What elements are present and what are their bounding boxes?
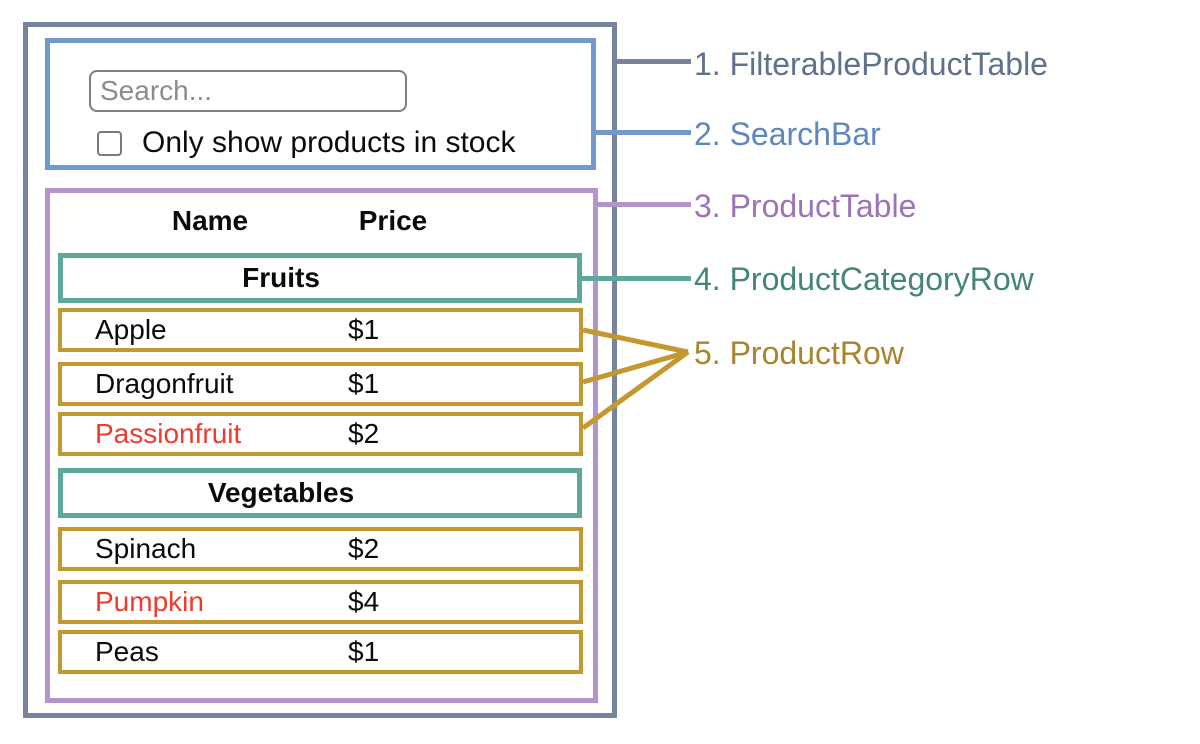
connector-line-product-table — [598, 202, 691, 207]
product-name: Peas — [95, 636, 159, 667]
label-search-bar: 2. SearchBar — [694, 116, 881, 152]
connector-arrows-product-row — [581, 327, 690, 431]
product-name: Apple — [95, 314, 167, 345]
category-row-vegetables: Vegetables — [58, 468, 582, 518]
product-price: $1 — [348, 368, 380, 399]
column-header-name: Name — [171, 205, 249, 236]
category-label: Fruits — [242, 262, 320, 293]
label-product-row: 5. ProductRow — [694, 335, 904, 371]
category-row-fruits: Fruits — [58, 253, 582, 303]
label-product-category-row: 4. ProductCategoryRow — [694, 261, 1034, 297]
product-name: Spinach — [95, 533, 197, 564]
product-row: Spinach $2 — [58, 527, 583, 571]
in-stock-checkbox-label: Only show products in stock — [142, 126, 516, 159]
product-row: Apple $1 — [58, 308, 583, 352]
product-name: Passionfruit — [95, 418, 242, 449]
product-price: $4 — [348, 586, 380, 617]
category-label: Vegetables — [207, 477, 355, 508]
product-row: Passionfruit $2 — [58, 412, 583, 456]
connector-line-search-bar — [596, 130, 691, 135]
product-name: Dragonfruit — [95, 368, 234, 399]
search-input[interactable] — [89, 70, 407, 112]
connector-line-product-category-row — [582, 276, 691, 281]
product-price: $1 — [348, 636, 380, 667]
in-stock-checkbox[interactable] — [97, 131, 122, 156]
product-price: $1 — [348, 314, 380, 345]
product-name: Pumpkin — [95, 586, 204, 617]
connector-line-filterable-product-table — [617, 59, 691, 64]
product-row: Pumpkin $4 — [58, 580, 583, 624]
label-filterable-product-table: 1. FilterableProductTable — [694, 46, 1048, 82]
product-row: Peas $1 — [58, 630, 583, 674]
label-product-table: 3. ProductTable — [694, 188, 917, 224]
column-header-price: Price — [358, 205, 428, 236]
product-row: Dragonfruit $1 — [58, 362, 583, 406]
product-price: $2 — [348, 533, 380, 564]
product-price: $2 — [348, 418, 380, 449]
